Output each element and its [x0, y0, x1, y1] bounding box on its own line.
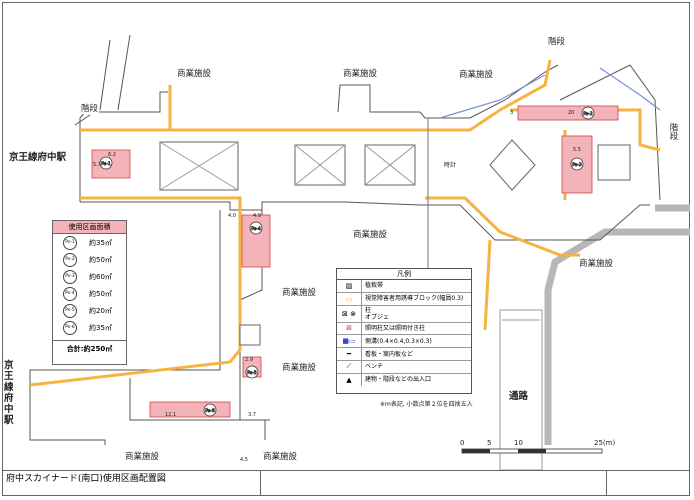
area-value: 約35㎡: [89, 323, 112, 332]
legend-symbol: ▲: [337, 373, 362, 386]
legend-text: 植栽帯: [365, 282, 384, 290]
area-row: Ps-5 約20㎡: [53, 302, 126, 319]
legend-symbol: ⊠: [337, 322, 362, 335]
legend-symbol: ━: [337, 348, 362, 360]
stairs-label: 階段: [547, 37, 567, 47]
legend: 凡例 ▨植栽帯 ▭視覚障害者用誘導ブロック(幅員0.3) ⊠ ⊗柱 オブジェ ⊠…: [336, 268, 472, 394]
legend-row: ━看板・案内板など: [337, 348, 471, 361]
title-block: 府中スカイナード(南口)使用区画配置図: [2, 470, 690, 496]
title-cell: [261, 471, 607, 496]
svg-text:Ps-4: Ps-4: [251, 226, 261, 232]
road-area: [499, 309, 543, 471]
dim-label: 6.2: [108, 152, 116, 158]
section-markers: Ps-1 Ps-2 Ps-3 Ps-4 Ps-5 Ps-6: [99, 106, 595, 417]
legend-row: ⊠ ⊗柱 オブジェ: [337, 305, 471, 323]
legend-symbol: ⟋: [337, 360, 362, 373]
shop-label: 商業施設: [458, 70, 495, 80]
scale-tick: 0: [460, 439, 465, 447]
legend-symbol: ⊠ ⊗: [337, 305, 362, 322]
area-value: 約60㎡: [89, 272, 112, 281]
area-row: Ps-3 約60㎡: [53, 268, 126, 285]
legend-row: ▭視覚障害者用誘導ブロック(幅員0.3): [337, 292, 471, 306]
dim-label: 20: [568, 110, 575, 116]
legend-text: 視覚障害者用誘導ブロック(幅員0.3): [365, 295, 464, 303]
dim-label: 4.5: [240, 457, 248, 463]
area-row: Ps-2 約50㎡: [53, 251, 126, 268]
drawing-frame: [2, 2, 690, 496]
road-label: 通路: [508, 391, 530, 402]
shop-label: 商業施設: [124, 452, 161, 462]
legend-row: ▲建物・階段などの出入口: [337, 373, 471, 386]
drains: [439, 67, 661, 119]
scale-tick: 25(m): [594, 439, 616, 447]
shop-label: 商業施設: [352, 230, 389, 240]
dim-label: 4.9: [253, 213, 261, 219]
stairs-label: 階段: [80, 104, 100, 114]
road-bands: [544, 204, 690, 445]
area-total: 合計:約250㎡: [53, 340, 126, 354]
note-text: ※m表記, 小数点第２位を四捨五入: [380, 401, 473, 408]
section-id: Ps-4: [63, 286, 77, 301]
dim-label: 12.1: [165, 412, 177, 418]
legend-symbol: ▭: [337, 292, 362, 305]
shop-label: 商業施設: [578, 259, 615, 269]
dim-label: 4.0: [228, 213, 236, 219]
svg-text:Ps-5: Ps-5: [247, 370, 257, 376]
area-value: 約20㎡: [89, 306, 112, 315]
section-ps6: [149, 401, 231, 418]
stairs-label: 階段: [667, 123, 679, 140]
area-value: 約35㎡: [89, 238, 112, 247]
legend-symbol: ▨: [337, 280, 362, 292]
area-value: 約50㎡: [89, 255, 112, 264]
area-row: Ps-6 約35㎡: [53, 319, 126, 336]
legend-text: 建物・階段などの出入口: [365, 376, 432, 384]
scale-tick: 5: [487, 439, 492, 447]
area-row: Ps-1 約35㎡: [53, 234, 126, 251]
station-label: 京王線府中駅: [8, 152, 68, 163]
dim-label: 3: [510, 110, 514, 116]
title-cell: [607, 471, 690, 496]
clock-label: 時計: [444, 162, 457, 169]
station-label-vertical: 京 王 線 府 中 駅: [4, 360, 14, 426]
svg-text:Ps-3: Ps-3: [572, 162, 582, 168]
dim-label: 5.7: [93, 162, 101, 168]
legend-text: 側溝(0.4×0.4,0.3×0.3): [365, 337, 432, 345]
legend-text: 照明柱又は照明付き柱: [365, 324, 426, 332]
legend-row: ■▭側溝(0.4×0.4,0.3×0.3): [337, 335, 471, 349]
legend-row: ⟋ベンチ: [337, 360, 471, 374]
area-table: 使用区画面積 Ps-1 約35㎡ Ps-2 約50㎡ Ps-3 約60㎡ Ps-4 約5…: [52, 220, 127, 365]
svg-text:Ps-2: Ps-2: [583, 111, 593, 117]
drawing-title: 府中スカイナード(南口)使用区画配置図: [2, 471, 261, 496]
svg-text:Ps-1: Ps-1: [101, 161, 111, 167]
area-row: Ps-4 約50㎡: [53, 285, 126, 302]
section-id: Ps-3: [63, 269, 77, 284]
section-id: Ps-5: [63, 303, 77, 318]
scale-tick: 10: [514, 439, 523, 447]
dim-label: 5.5: [573, 147, 581, 153]
section-id: Ps-1: [63, 235, 77, 250]
legend-row: ▨植栽帯: [337, 280, 471, 293]
area-value: 約50㎡: [89, 289, 112, 298]
legend-row: ⊠照明柱又は照明付き柱: [337, 322, 471, 336]
shop-label: 商業施設: [281, 288, 318, 298]
legend-symbol: ■▭: [337, 335, 362, 348]
legend-text: ベンチ: [365, 363, 384, 371]
shop-label: 商業施設: [176, 69, 213, 79]
shop-label: 商業施設: [342, 69, 379, 79]
dim-label: 2.9: [245, 357, 253, 363]
dim-label: 3.7: [248, 412, 256, 418]
area-table-header: 使用区画面積: [53, 221, 126, 234]
legend-text: 柱 オブジェ: [365, 306, 390, 321]
svg-text:Ps-6: Ps-6: [205, 408, 215, 414]
shop-label: 商業施設: [281, 363, 318, 373]
section-id: Ps-6: [63, 320, 77, 335]
legend-text: 看板・案内板など: [365, 350, 414, 358]
section-id: Ps-2: [63, 252, 77, 267]
scale-bar: 0 5 10 25(m): [452, 437, 634, 457]
planters: [159, 139, 631, 346]
shop-label: 商業施設: [262, 452, 299, 462]
legend-title: 凡例: [337, 269, 471, 280]
